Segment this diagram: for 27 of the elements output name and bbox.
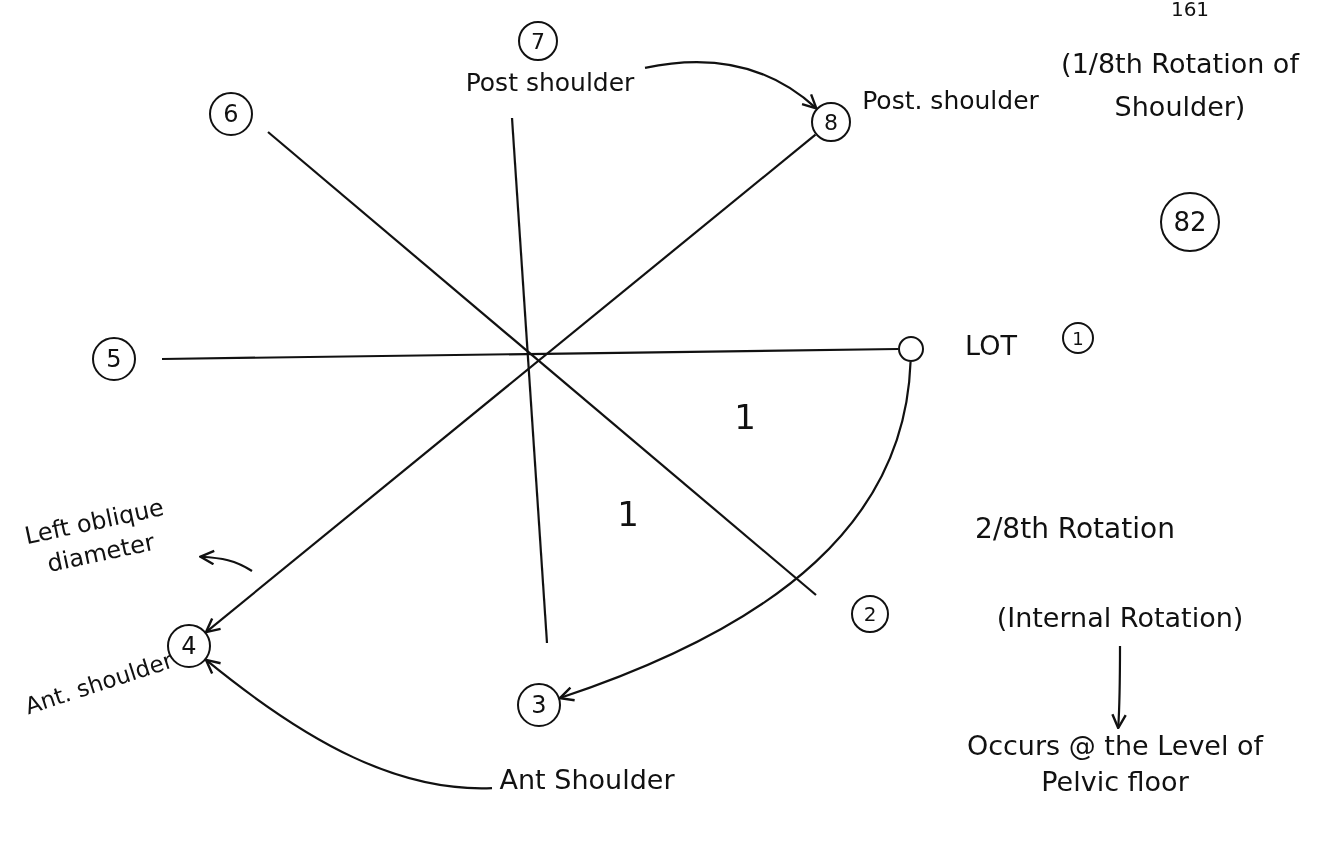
node-caption: LOT	[964, 329, 1018, 363]
curved-arrow	[204, 658, 492, 790]
sector-number: 1	[733, 396, 757, 439]
circled-number: 3	[517, 683, 561, 727]
circled-number: 5	[92, 337, 136, 381]
handwritten-note: Post shoulder	[455, 66, 645, 110]
circled-number: 2	[851, 595, 889, 633]
circled-number: 1	[1062, 322, 1094, 354]
circled-number: 82	[1160, 192, 1220, 252]
annotation-text: 2/8th Rotation	[974, 511, 1176, 547]
node-caption: (1/8th Rotation of Shoulder)	[1060, 47, 1301, 125]
curved-arrow	[644, 61, 818, 110]
handwritten-note: (Internal Rotation)	[940, 600, 1300, 646]
curved-arrow	[199, 549, 253, 572]
circled-number: 8	[811, 102, 851, 142]
circled-number: 7	[518, 21, 558, 61]
handwritten-note: Occurs @ the Level of Pelvic floor	[925, 728, 1305, 828]
circled-number: 6	[209, 92, 253, 136]
sector-number: 1	[616, 493, 640, 536]
handwritten-note: Left oblique diameter	[0, 486, 201, 616]
node-caption: Post. shoulder	[861, 85, 1040, 117]
curved-arrow	[558, 361, 912, 702]
handwritten-note: Ant Shoulder	[492, 762, 682, 806]
diameter-arrow	[204, 133, 817, 634]
endpoint-circle	[898, 336, 924, 362]
curved-arrow	[1111, 646, 1127, 730]
page-number: 161	[1169, 0, 1211, 23]
